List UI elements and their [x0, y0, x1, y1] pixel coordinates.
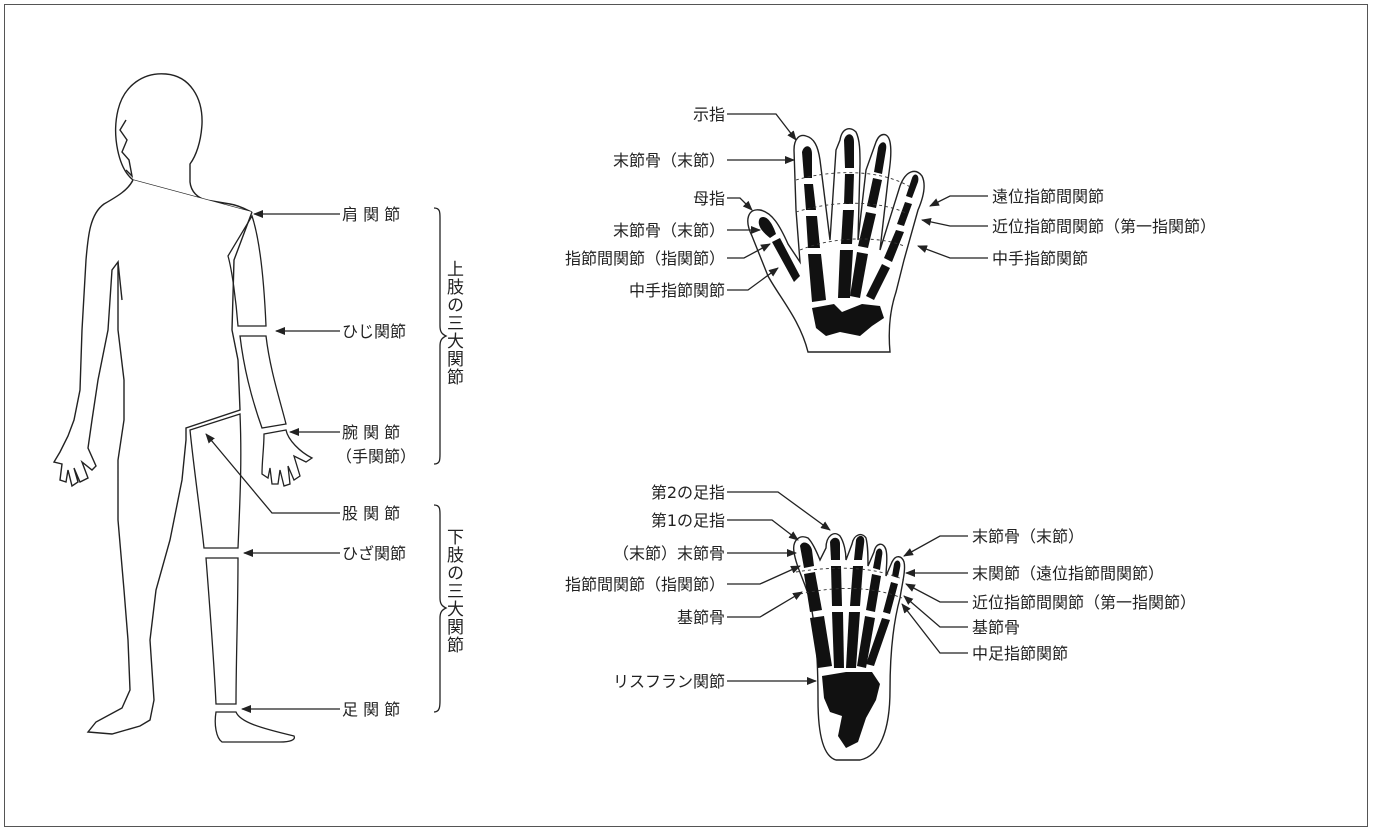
hand-pip-arrow	[922, 220, 988, 226]
forearm-segment	[240, 336, 286, 428]
shin-segment	[206, 558, 238, 704]
toe2-proximal-bone	[831, 566, 842, 606]
hand-ip-joint-label: 指節間関節（指関節）	[565, 249, 725, 268]
foot-distal-joint-label: 末関節（遠位指節間関節）	[972, 564, 1164, 583]
knee-joint-label: ひざ関節	[342, 544, 406, 563]
upper-limb-group-label: 上肢の三大関節	[443, 260, 464, 386]
hand-distal-phalanx-1-label: 末節骨（末節）	[613, 151, 725, 170]
thigh-segment	[190, 414, 241, 548]
body-outline	[54, 180, 252, 734]
thumb-arrow	[727, 198, 752, 210]
hip-arrow	[206, 434, 340, 513]
foot-proximal-right-arrow	[904, 596, 968, 627]
foot-illustration	[794, 534, 905, 760]
second-toe-label: 第2の足指	[651, 483, 725, 502]
hand-distal-phalanx-2-label: 末節骨（末節）	[613, 221, 725, 240]
foot-distal-right-arrow	[904, 536, 968, 556]
index-finger-arrow	[727, 114, 796, 140]
right-hand-segment	[262, 430, 312, 486]
hand-dip-joint-label: 遠位指節間関節	[992, 187, 1104, 206]
foot-pip-joint-label: 近位指節間関節（第一指関節）	[972, 593, 1196, 612]
first-toe-label: 第1の足指	[651, 511, 725, 530]
hand-mcp-right-arrow	[918, 246, 988, 258]
middle-proximal-bone	[841, 210, 854, 244]
foot-segment	[215, 712, 294, 742]
hand-mcp-left-label: 中手指節関節	[629, 281, 725, 300]
ankle-joint-label: 足 関 節	[342, 700, 400, 719]
lower-limb-group-label: 下肢の三大関節	[443, 528, 464, 654]
foot-proximal-left-arrow	[727, 592, 802, 617]
wrist-joint-label: 腕 関 節	[342, 423, 400, 442]
toe2-metatarsal-bone	[832, 612, 844, 668]
foot-distal-right-label: 末節骨（末節）	[972, 527, 1084, 546]
foot-mtp-arrow	[902, 604, 968, 653]
wrist-joint-alt-label: （手関節）	[336, 447, 416, 466]
hand-illustration	[748, 129, 924, 352]
lisfranc-joint-label: リスフラン関節	[613, 672, 725, 691]
elbow-joint-label: ひじ関節	[342, 322, 406, 341]
foot-proximal-left-label: 基節骨	[677, 608, 725, 627]
foot-mtp-joint-label: 中足指節関節	[972, 644, 1068, 663]
middle-distal-bone	[844, 134, 854, 168]
foot-pip-arrow	[906, 584, 968, 602]
foot-proximal-right-label: 基節骨	[972, 618, 1020, 637]
first-toe-arrow	[727, 520, 798, 540]
index-finger-label: 示指	[693, 105, 725, 124]
human-figure	[54, 74, 312, 742]
hip-joint-label: 股 関 節	[342, 504, 400, 523]
toe2-distal-bone	[830, 538, 840, 560]
hand-dip-arrow	[930, 196, 988, 206]
middle-middle-bone	[844, 174, 854, 204]
foot-ip-arrow	[727, 566, 800, 584]
shoulder-joint-label: 肩 関 節	[342, 205, 400, 224]
hand-pip-joint-label: 近位指節間関節（第一指関節）	[992, 217, 1216, 236]
hand-mcp-right-label: 中手指節関節	[992, 249, 1088, 268]
foot-ip-joint-label: 指節間関節（指関節）	[565, 575, 725, 594]
foot-distal-left-label: （末節）末節骨	[613, 544, 725, 563]
thumb-label: 母指	[693, 189, 725, 208]
